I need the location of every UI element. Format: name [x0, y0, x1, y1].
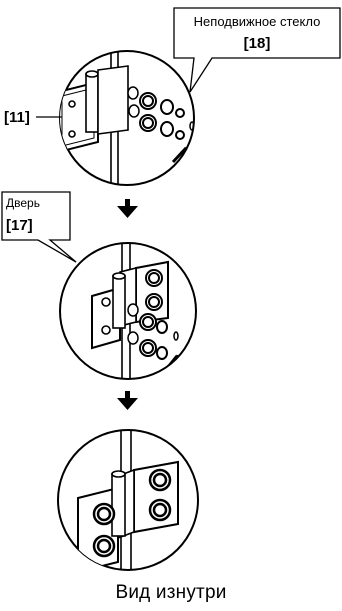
step-1-detail [59, 50, 195, 186]
fixed-glass-label: Неподвижное стекло [194, 14, 321, 29]
step-3-detail [57, 429, 199, 571]
callout-hinge-11: [11] [4, 109, 62, 126]
arrow-down-icon [117, 199, 138, 218]
callout-door: Дверь [17] [1, 191, 77, 263]
step-2-detail [59, 242, 197, 380]
fixed-glass-ref: [18] [244, 35, 271, 52]
hinge-ref: [11] [4, 109, 30, 126]
view-caption: Вид изнутри [115, 582, 227, 603]
callout-fixed-glass: Неподвижное стекло [18] [173, 7, 341, 93]
door-label: Дверь [6, 196, 40, 210]
door-ref: [17] [6, 217, 33, 234]
arrow-down-icon [117, 391, 138, 410]
